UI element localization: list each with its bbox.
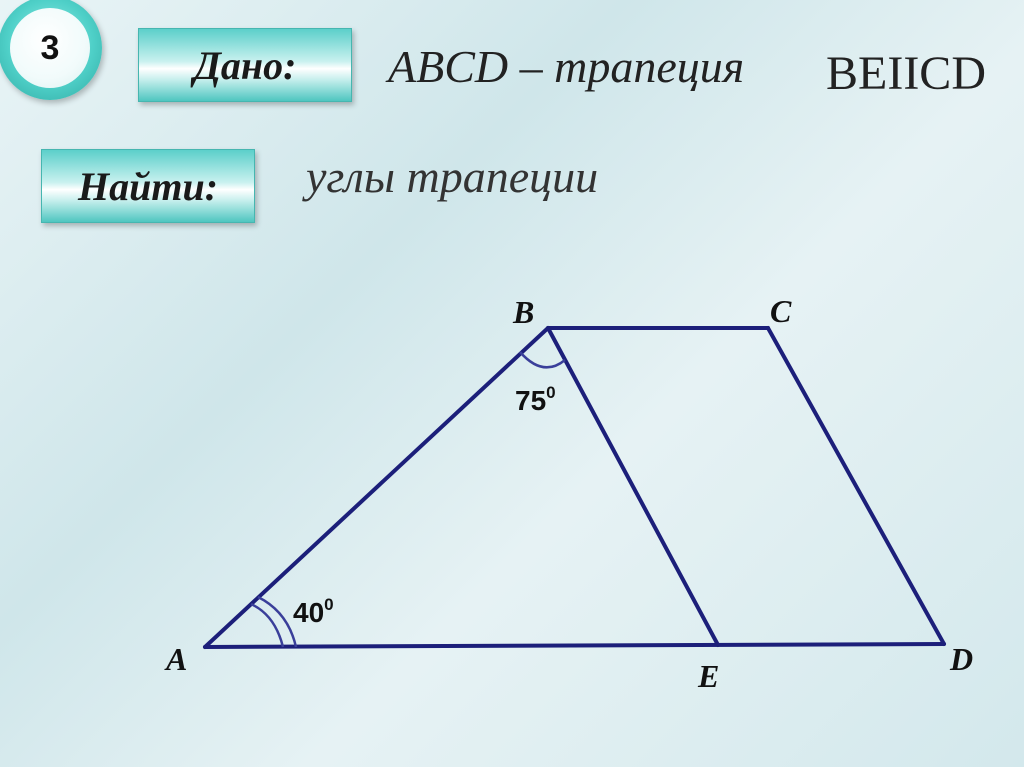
- angle-a-degree: 0: [324, 595, 333, 614]
- vertex-label-c: C: [770, 293, 792, 329]
- side-ab: [203, 326, 550, 649]
- angle-b-value: 75: [515, 385, 546, 416]
- angle-a-label: 400: [293, 595, 334, 628]
- problem-number: 3: [40, 28, 60, 67]
- segment-be: [546, 326, 720, 647]
- find-text: углы трапеции: [306, 151, 599, 202]
- angle-a-value: 40: [293, 597, 324, 628]
- side-ad: [203, 642, 946, 649]
- vertex-label-a: A: [164, 641, 187, 677]
- angle-b-label: 750: [515, 383, 556, 416]
- given-label-box: Дано:: [138, 28, 352, 102]
- angle-b-arc: [519, 351, 566, 369]
- find-label: Найти:: [77, 163, 219, 209]
- problem-number-badge: 3: [0, 0, 102, 100]
- vertex-label-d: D: [949, 641, 973, 677]
- angle-b-degree: 0: [546, 383, 555, 402]
- given-text: ABCD – трапеция: [388, 41, 745, 92]
- angle-a-arc-outer: [257, 595, 298, 648]
- vertex-label-e: E: [697, 658, 719, 694]
- find-label-box: Найти:: [41, 149, 255, 223]
- given-label: Дано:: [193, 42, 297, 88]
- angle-a-arc-inner: [250, 602, 285, 648]
- side-cd: [766, 326, 946, 646]
- vertex-label-b: B: [512, 294, 534, 330]
- parallel-condition: BEIICD: [826, 47, 986, 100]
